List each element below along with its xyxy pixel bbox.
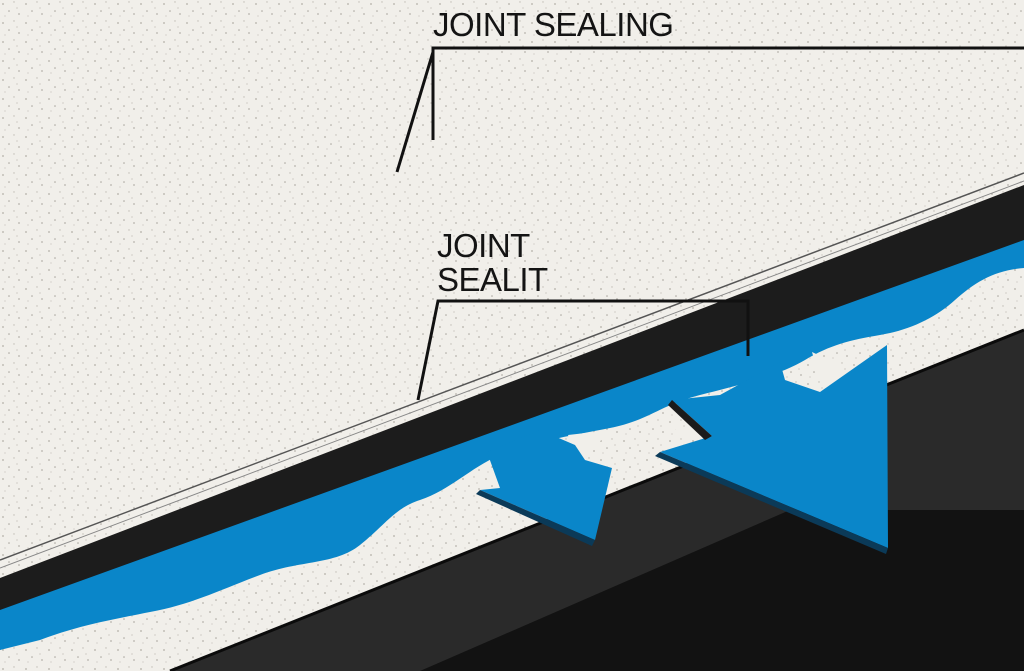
- label-joint-sealit: JOINT SEALIT: [437, 227, 548, 298]
- label-joint-sealing: JOINT SEALING: [433, 6, 674, 43]
- panel-edge-line: [0, 172, 1024, 561]
- flow-arrow-small: [480, 430, 612, 540]
- sealant-gap: [662, 420, 705, 440]
- flow-arrow-large-shadow: [655, 452, 888, 554]
- flow-arrow-small-shadow: [476, 490, 595, 546]
- flow-arrow-large: [660, 345, 888, 548]
- panel-edge-line-inner: [0, 180, 1024, 569]
- leader-upper: [395, 46, 1024, 173]
- flow-arrow-large-notch: [668, 400, 712, 440]
- leader-lower: [416, 299, 750, 401]
- substrate-shadow: [420, 510, 1024, 671]
